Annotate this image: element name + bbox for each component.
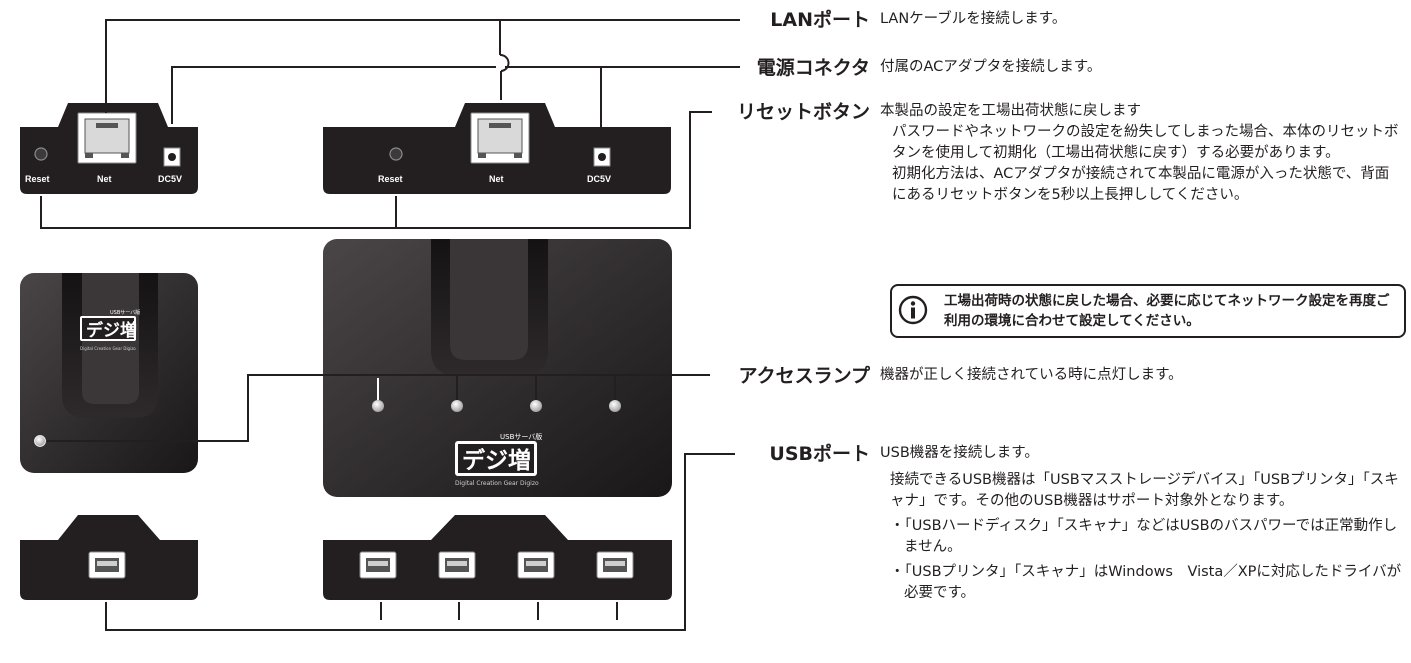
leader-reset xyxy=(40,111,712,229)
usb-bullet: ・「USBハードディスク」「スキャナ」などはUSBのバスパワーでは正常動作しませ… xyxy=(890,518,1398,555)
label-dc-large: DC5V xyxy=(587,174,611,184)
desc-power-connector: 付属のACアダプタを接続します。 xyxy=(880,59,1102,75)
svg-text:デジ増: デジ増 xyxy=(462,447,531,474)
access-lamp xyxy=(530,400,542,412)
rear-panel-small xyxy=(20,103,198,194)
label-net-small: Net xyxy=(97,174,112,184)
logo: デジ増 USBサーバ版 Digital Creation Gear Digizo xyxy=(80,309,140,351)
svg-text:デジ増: デジ増 xyxy=(86,320,137,341)
usb-port-icon xyxy=(88,551,126,579)
leader-power xyxy=(171,66,740,142)
note-box: 工場出荷時の状態に戻した場合、必要に応じてネットワーク設定を再度ご利用の環境に合… xyxy=(890,284,1406,338)
label-reset-small: Reset xyxy=(25,174,50,184)
label-net-large: Net xyxy=(489,174,504,184)
label-reset-large: Reset xyxy=(378,174,403,184)
leader-lamp xyxy=(47,374,710,442)
rear-panel-large xyxy=(323,103,671,194)
reset-hole xyxy=(389,147,403,161)
heading-lan-port: LANポート xyxy=(770,9,870,31)
reset-hole xyxy=(34,147,48,161)
usb-bullet: ・「USBプリンタ」「スキャナ」はWindows Vista／XPに対応したドラ… xyxy=(890,564,1402,601)
top-view-large: デジ増 USBサーバ版 Digital Creation Gear Digizo xyxy=(323,239,672,497)
desc-access-lamp: 機器が正しく接続されている時に点灯します。 xyxy=(880,367,1183,383)
heading-power-connector: 電源コネクタ xyxy=(756,57,870,79)
desc-lan-port: LANケーブルを接続します。 xyxy=(880,11,1067,27)
svg-text:USBサーバ版: USBサーバ版 xyxy=(500,432,542,441)
heading-reset-button: リセットボタン xyxy=(736,101,870,123)
usb-port-icon xyxy=(517,551,555,579)
heading-usb-port: USBポート xyxy=(769,443,870,465)
access-lamp xyxy=(451,400,463,412)
heading-access-lamp: アクセスランプ xyxy=(738,365,870,387)
usb-port-icon xyxy=(438,551,476,579)
desc-usb-port: USB機器を接続します。 接続できるUSB機器は「USBマスストレージデバイス」… xyxy=(880,443,1406,604)
access-lamp xyxy=(34,435,46,447)
logo: デジ増 USBサーバ版 Digital Creation Gear Digizo xyxy=(455,432,542,487)
access-lamp xyxy=(372,400,384,412)
usb-panel-large xyxy=(323,515,672,600)
leader-lan xyxy=(105,19,740,113)
label-dc-small: DC5V xyxy=(158,174,182,184)
top-view-small: デジ増 USBサーバ版 Digital Creation Gear Digizo xyxy=(20,273,198,473)
usb-panel-small xyxy=(20,515,198,600)
leader-usb xyxy=(105,453,735,631)
note-text: 工場出荷時の状態に戻した場合、必要に応じてネットワーク設定を再度ご利用の環境に合… xyxy=(944,293,1390,329)
access-lamp xyxy=(609,400,621,412)
svg-text:Digital Creation Gear Digizo: Digital Creation Gear Digizo xyxy=(80,346,136,351)
desc-reset-button: 本製品の設定を工場出荷状態に戻します パスワードやネットワークの設定を紛失してし… xyxy=(880,103,1399,203)
info-icon xyxy=(898,295,928,325)
svg-text:Digital Creation Gear Digizo: Digital Creation Gear Digizo xyxy=(455,480,539,487)
svg-text:USBサーバ版: USBサーバ版 xyxy=(110,309,140,316)
usb-port-icon xyxy=(596,551,634,579)
usb-port-icon xyxy=(359,551,397,579)
